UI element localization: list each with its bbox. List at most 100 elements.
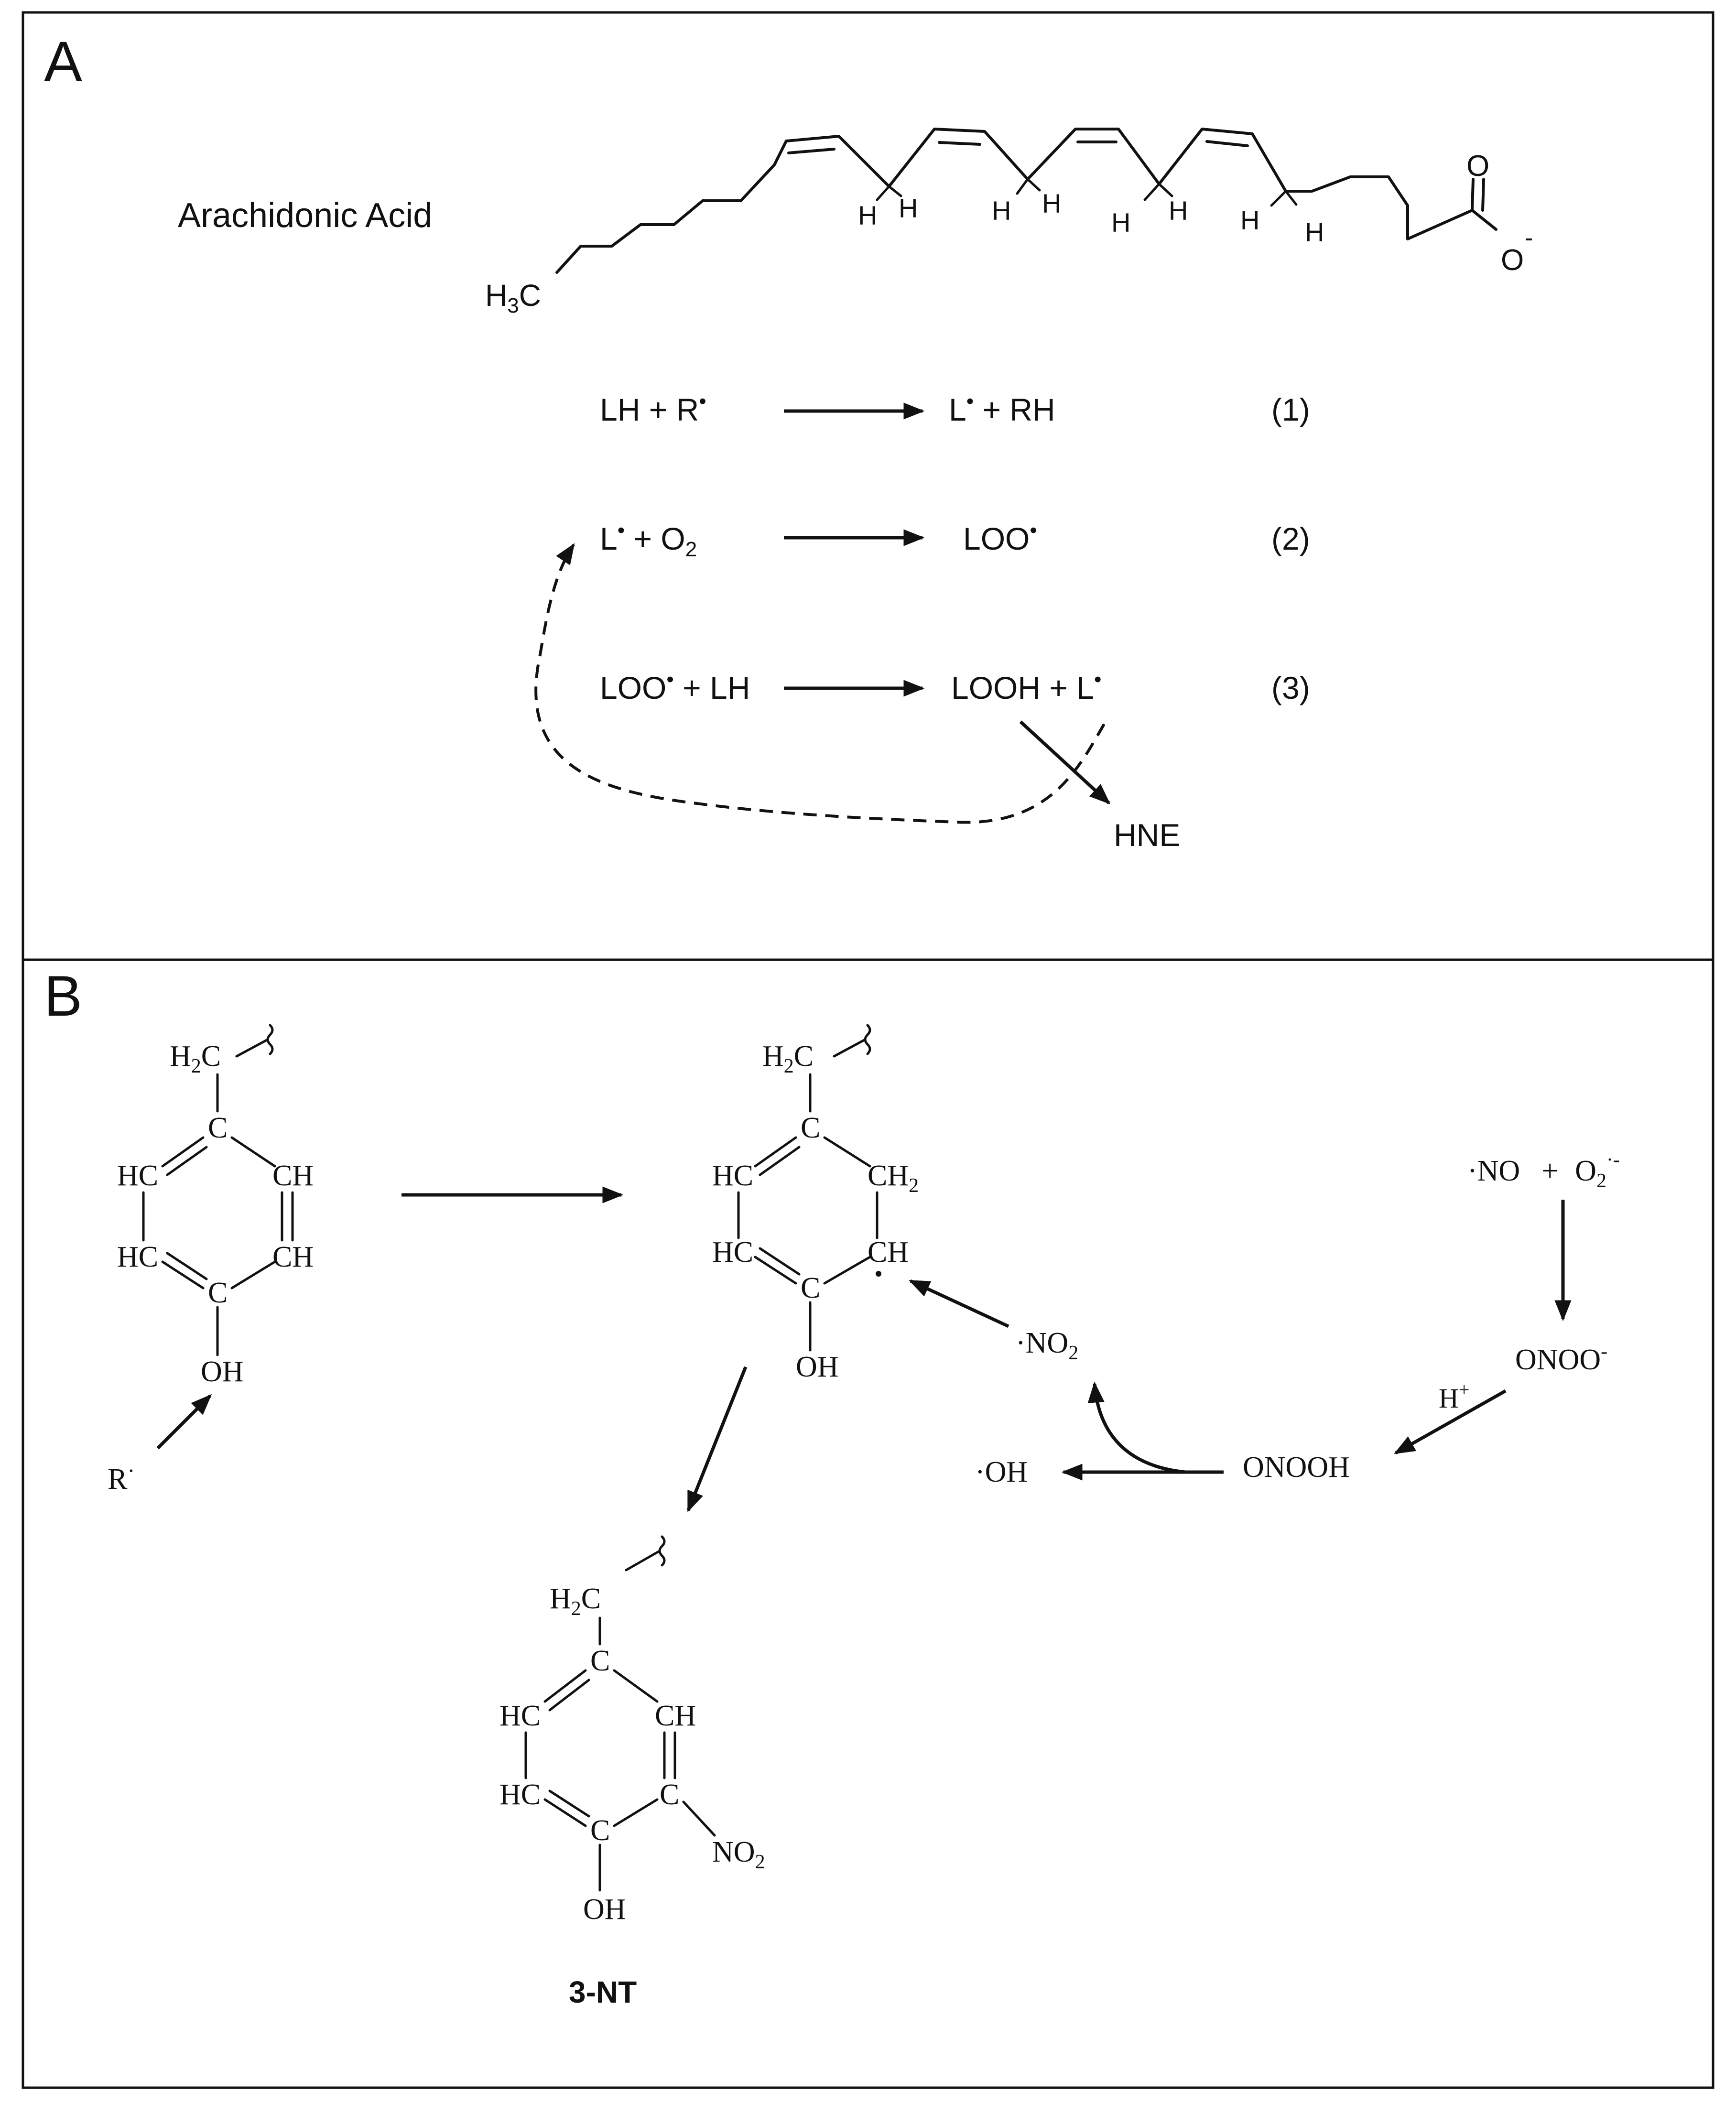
superoxide-sub: 2 <box>1596 1170 1606 1192</box>
tyrosyl-radical-structure: H2C C HC CH2 HC CH C OH <box>712 1024 919 1383</box>
ring3-c-bottom: C <box>590 1814 610 1847</box>
reaction-3-lhs-segment-1: • <box>666 668 673 691</box>
panel-a-frame <box>22 11 1714 961</box>
reaction-1-rhs: L• + RH <box>949 390 1055 427</box>
ring3-h2c-h: H <box>550 1583 571 1615</box>
ring3-bond-nitro <box>682 1800 716 1837</box>
nitrotyrosine-structure: H2C C HC CH HC C C NO2 OH <box>499 1535 765 1926</box>
peroxynitrous-acid: ONOOH <box>1243 1451 1350 1484</box>
arachidonic-acid-structure: O O - H3C H H H H H H H H <box>485 128 1533 317</box>
ring3-bond-2 <box>613 1669 659 1703</box>
ring1-h2c-h: H <box>170 1040 191 1073</box>
peroxynitrite-main: ONOO <box>1515 1344 1601 1376</box>
reaction-3-lhs-segment-0: LOO <box>600 670 666 705</box>
reaction-1-lhs: LH + R• <box>600 390 706 427</box>
h-bond-2b <box>1026 178 1041 192</box>
ring1-hc-upper: HC <box>117 1160 158 1192</box>
side-chain-bond-3 <box>625 1550 661 1572</box>
ring1-bond-5b <box>166 1252 208 1280</box>
reaction-2-rhs-segment-1: • <box>1030 519 1037 542</box>
ring3-bond-6 <box>613 1798 659 1827</box>
ring2-ch2-ch: CH <box>868 1160 909 1192</box>
ring2-c-bottom: C <box>801 1272 820 1304</box>
ring3-h2c: H2C <box>550 1583 601 1620</box>
side-chain-bond-1 <box>235 1038 269 1058</box>
ring1-c-top: C <box>208 1112 228 1144</box>
ring2-ch2: CH2 <box>868 1160 919 1197</box>
peroxynitrite-pathway: ·NO+O2·- ONOO- H+ ONOOH ·OH ·NO2 <box>909 1149 1620 1488</box>
chain-propagation-dashed-arrow <box>534 543 1106 824</box>
hne-product: HNE <box>1114 817 1180 853</box>
hydrogen-2b: H <box>1042 188 1061 218</box>
reaction-3-number: (3) <box>1271 670 1310 705</box>
ring2-h2c-h: H <box>762 1040 784 1073</box>
radical-attack-arrow <box>156 1394 212 1450</box>
ring2-h2c: H2C <box>762 1040 814 1077</box>
h-bond-2a <box>1016 178 1029 195</box>
ring2-bond-2 <box>823 1136 871 1168</box>
reaction-2-lhs: L• + O2 <box>600 519 697 561</box>
panel-b-frame <box>22 958 1714 2089</box>
hydrogen-3a: H <box>1111 207 1130 238</box>
reaction-3-lhs-segment-2: + LH <box>674 670 750 705</box>
no2-release-arrow <box>1087 1381 1186 1474</box>
h-bond-4b <box>1284 190 1298 206</box>
methyl-sub: 3 <box>507 294 519 317</box>
ring3-nitro-sub: 2 <box>755 1851 765 1873</box>
nitration-arrow <box>909 1279 1009 1328</box>
ring1-oh: OH <box>201 1355 244 1388</box>
reaction-2-lhs-segment-0: L <box>600 521 618 556</box>
reactant-plus: + <box>1541 1155 1558 1187</box>
carboxylate-charge: - <box>1525 224 1533 252</box>
ring2-bond-1b <box>759 1146 801 1176</box>
hydroxyl-radical: ·OH <box>975 1456 1028 1488</box>
double-bond-4 <box>1205 140 1249 147</box>
proton: H+ <box>1439 1379 1469 1414</box>
h-bond-3b <box>1158 183 1173 197</box>
double-bond-1 <box>787 148 835 154</box>
reaction-2-lhs-segment-1: • <box>618 519 625 542</box>
attacking-radical: R· <box>108 1458 135 1496</box>
ring3-hc-upper: HC <box>499 1700 541 1732</box>
ring2-radical-dot <box>876 1271 881 1277</box>
reaction-1-lhs-segment-1: • <box>699 390 706 413</box>
reaction-2-lhs-segment-2: + O <box>625 521 685 556</box>
reaction-1-rhs-segment-0: L <box>949 392 966 427</box>
h-bond-1a <box>876 185 890 201</box>
methyl-group-label: H3C <box>485 278 541 317</box>
ring1-ch-lower: CH <box>272 1241 314 1273</box>
superoxide-o: O <box>1575 1155 1596 1187</box>
hydrogen-1b: H <box>899 193 918 223</box>
ring1-c-bottom: C <box>208 1277 228 1309</box>
ring1-bond-6 <box>230 1260 276 1290</box>
attacking-radical-r: R <box>108 1463 128 1496</box>
ring3-c-top: C <box>590 1645 610 1677</box>
nitrotyrosine-label: 3-NT <box>569 1975 637 2009</box>
ring3-bond-5 <box>543 1798 587 1827</box>
panel-b-label: B <box>44 964 82 1028</box>
reaction-3-rhs-segment-0: LOOH + L <box>951 670 1094 705</box>
ring2-hc-lower: HC <box>712 1236 753 1268</box>
ring2-oh: OH <box>796 1351 839 1383</box>
fatty-acid-chain <box>555 128 1497 274</box>
ring3-ch-upper: CH <box>655 1700 696 1732</box>
ring1-h2c-c: C <box>201 1040 221 1073</box>
reaction-3-rhs: LOOH + L• <box>951 668 1101 705</box>
protonation-arrow <box>1394 1389 1507 1455</box>
ring3-bond-1b <box>548 1679 590 1712</box>
ring3-nitro: NO2 <box>712 1836 765 1873</box>
h-bond-3a <box>1143 183 1161 201</box>
reaction-1-rhs-segment-1: • <box>966 390 974 413</box>
ring3-h2c-sub: 2 <box>571 1598 581 1620</box>
reaction-2-lhs-segment-3: 2 <box>685 538 697 561</box>
ring2-h2c-c: C <box>794 1040 814 1073</box>
ring3-c-right: C <box>660 1778 679 1811</box>
hydrogen-4a: H <box>1240 205 1259 235</box>
ring1-bond-5 <box>161 1260 205 1290</box>
bisallylic-hydrogens: H H H H H H H H <box>858 178 1324 247</box>
arachidonic-acid-name: Arachidonic Acid <box>178 196 432 235</box>
ring2-bond-6 <box>823 1256 871 1285</box>
ring2-bond-5 <box>754 1256 797 1285</box>
reaction-2-rhs: LOO• <box>963 519 1037 556</box>
